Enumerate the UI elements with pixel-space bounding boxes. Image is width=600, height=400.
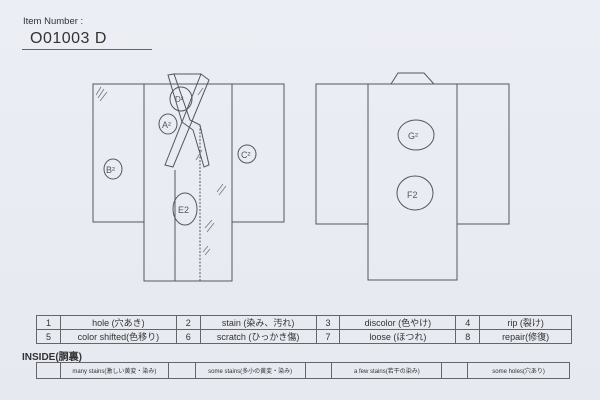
legend-num: 1 — [36, 315, 61, 330]
legend-label: hole (穴あき) — [59, 315, 177, 330]
legend-num: 4 — [455, 315, 481, 330]
back-right-sleeve — [456, 83, 510, 225]
front-label-c2: C² — [241, 150, 251, 160]
item-number-value: O01003 D — [30, 30, 107, 47]
collar-right — [164, 73, 210, 168]
legend-num: 5 — [36, 329, 61, 344]
inside-label: some holes(穴あり) — [467, 362, 570, 379]
back-body — [367, 83, 458, 281]
item-number-underline — [22, 49, 152, 50]
item-number-label: Item Number : — [23, 16, 84, 27]
legend-label: scratch (ひっかき傷) — [199, 329, 317, 344]
front-view — [92, 73, 285, 282]
back-left-sleeve — [315, 83, 369, 225]
inside-checkbox[interactable] — [36, 362, 61, 379]
front-body — [143, 83, 233, 282]
inside-checkbox[interactable] — [167, 362, 196, 379]
front-label-d2: D² — [175, 95, 184, 104]
inside-label: some stains(多小の黄変・染み) — [194, 362, 306, 379]
legend-label: repair(修復) — [479, 329, 572, 344]
inside-checkbox[interactable] — [441, 362, 469, 379]
inside-checkbox[interactable] — [304, 362, 333, 379]
collar-left — [167, 73, 210, 168]
legend-num: 3 — [315, 315, 341, 330]
legend-num: 2 — [175, 315, 201, 330]
inside-label: a few stains(若干の染み) — [331, 362, 443, 379]
legend-label: color shifted(色移り) — [59, 329, 177, 344]
back-label-g2: G² — [408, 131, 418, 141]
back-label-f2: F2 — [407, 190, 418, 200]
legend-row: 1 hole (穴あき) 2 stain (染み、汚れ) 3 discolor … — [36, 315, 572, 330]
inside-row: many stains(激しい黄変・染み) some stains(多小の黄変・… — [36, 362, 570, 379]
damage-legend-table: 1 hole (穴あき) 2 stain (染み、汚れ) 3 discolor … — [36, 315, 572, 344]
front-label-a2: A² — [162, 120, 171, 130]
front-label-e2: E2 — [178, 205, 189, 215]
legend-label: rip (裂け) — [479, 315, 572, 330]
back-view — [315, 72, 510, 281]
legend-num: 7 — [315, 329, 341, 344]
front-label-b2: B² — [106, 165, 115, 175]
inside-condition-table: many stains(激しい黄変・染み) some stains(多小の黄変・… — [36, 362, 570, 379]
back-collar — [390, 72, 436, 85]
legend-num: 6 — [175, 329, 201, 344]
inside-title: INSIDE(胴裏) — [22, 352, 82, 363]
legend-label: loose (ほつれ) — [339, 329, 457, 344]
legend-label: stain (染み、汚れ) — [199, 315, 317, 330]
front-left-sleeve — [92, 83, 145, 223]
legend-label: discolor (色やけ) — [339, 315, 457, 330]
front-right-sleeve — [231, 83, 285, 223]
inside-label: many stains(激しい黄変・染み) — [59, 362, 169, 379]
legend-num: 8 — [455, 329, 481, 344]
legend-row: 5 color shifted(色移り) 6 scratch (ひっかき傷) 7… — [36, 329, 572, 344]
